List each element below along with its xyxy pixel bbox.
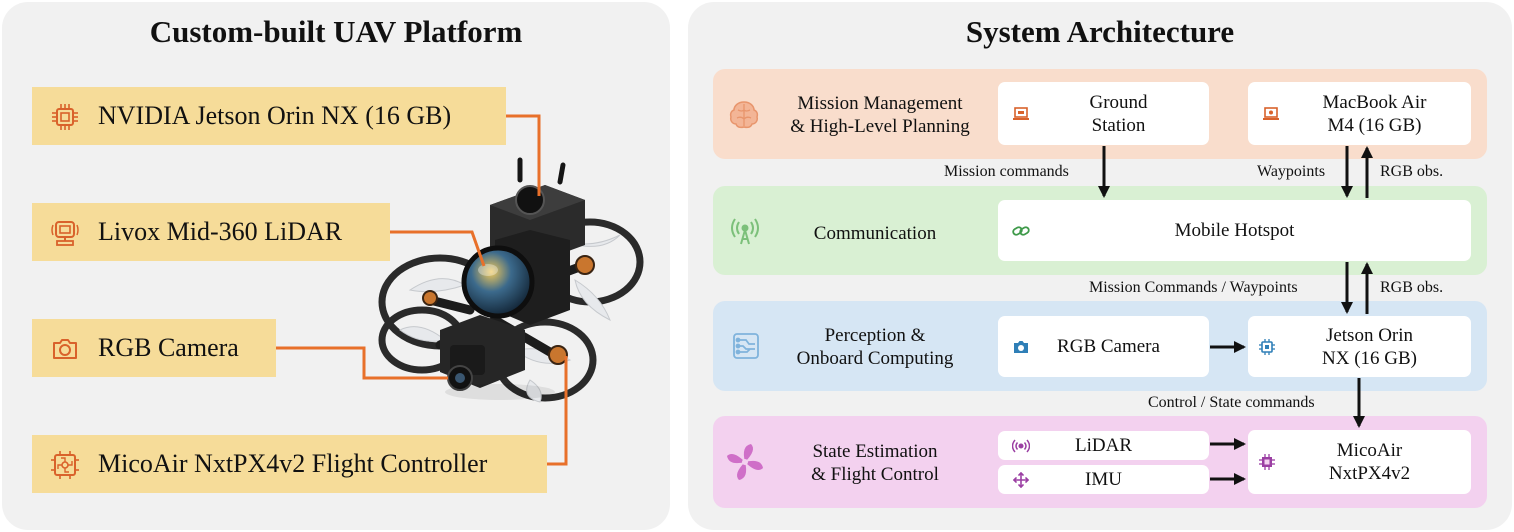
lidar-component-box: Livox Mid-360 LiDAR <box>32 203 390 261</box>
rgb-obs-label-mid: RGB obs. <box>1380 279 1444 296</box>
system-architecture-title: System Architecture <box>965 14 1235 49</box>
mission-commands-waypoints-label: Mission Commands / Waypoints <box>1089 279 1298 296</box>
lidar-component-label: Livox Mid-360 LiDAR <box>98 217 343 246</box>
flight-controller-component-label: MicoAir NxtPX4v2 Flight Controller <box>98 449 488 478</box>
waypoints-label: Waypoints <box>1257 163 1326 180</box>
signal-icon <box>1012 439 1030 452</box>
flight-controller-leader-line <box>547 356 568 466</box>
imu-node: IMU <box>998 465 1209 494</box>
antenna-icon <box>731 218 759 245</box>
camera-icon <box>1014 340 1028 353</box>
camera-leader-line <box>276 346 448 380</box>
control-state-commands-label: Control / State commands <box>1148 394 1315 411</box>
circuit-board-icon <box>51 451 79 479</box>
lidar-icon <box>51 221 79 246</box>
mission-layer-label: Mission Management & High-Level Planning <box>790 93 970 137</box>
quadcopter-drone-photo <box>378 157 644 403</box>
uav-platform-title: Custom-built UAV Platform <box>149 14 523 49</box>
rgb-obs-label-top: RGB obs. <box>1380 163 1444 180</box>
perception-layer-label: Perception & Onboard Computing <box>796 325 954 369</box>
brain-icon <box>729 101 759 129</box>
laptop-icon <box>1263 106 1279 120</box>
chip-icon <box>1259 338 1275 355</box>
link-icon <box>1012 225 1030 236</box>
laptop-icon <box>1013 106 1029 120</box>
mobile-hotspot-node: Mobile Hotspot <box>998 200 1471 261</box>
propeller-icon <box>727 444 763 480</box>
lidar-leader-line <box>390 230 486 267</box>
camera-icon <box>53 339 77 359</box>
jetson-component-box: NVIDIA Jetson Orin NX (16 GB) <box>32 87 506 145</box>
communication-layer-label: Communication <box>813 223 937 244</box>
rgb-camera-node: RGB Camera <box>998 316 1209 377</box>
camera-component-label: RGB Camera <box>98 333 239 362</box>
component-leader-lines <box>276 114 568 466</box>
camera-component-box: RGB Camera <box>32 319 276 377</box>
jetson-leader-line <box>506 114 541 196</box>
flight-controller-component-box: MicoAir NxtPX4v2 Flight Controller <box>32 435 547 493</box>
circuit-icon <box>733 333 759 359</box>
processor-icon <box>1259 454 1275 470</box>
control-layer-label: State Estimation & Flight Control <box>811 441 939 485</box>
lidar-node: LiDAR <box>998 431 1209 460</box>
jetson-component-label: NVIDIA Jetson Orin NX (16 GB) <box>98 101 452 130</box>
mission-commands-label: Mission commands <box>944 163 1069 180</box>
chip-icon <box>52 104 78 130</box>
move-icon <box>1012 471 1030 488</box>
